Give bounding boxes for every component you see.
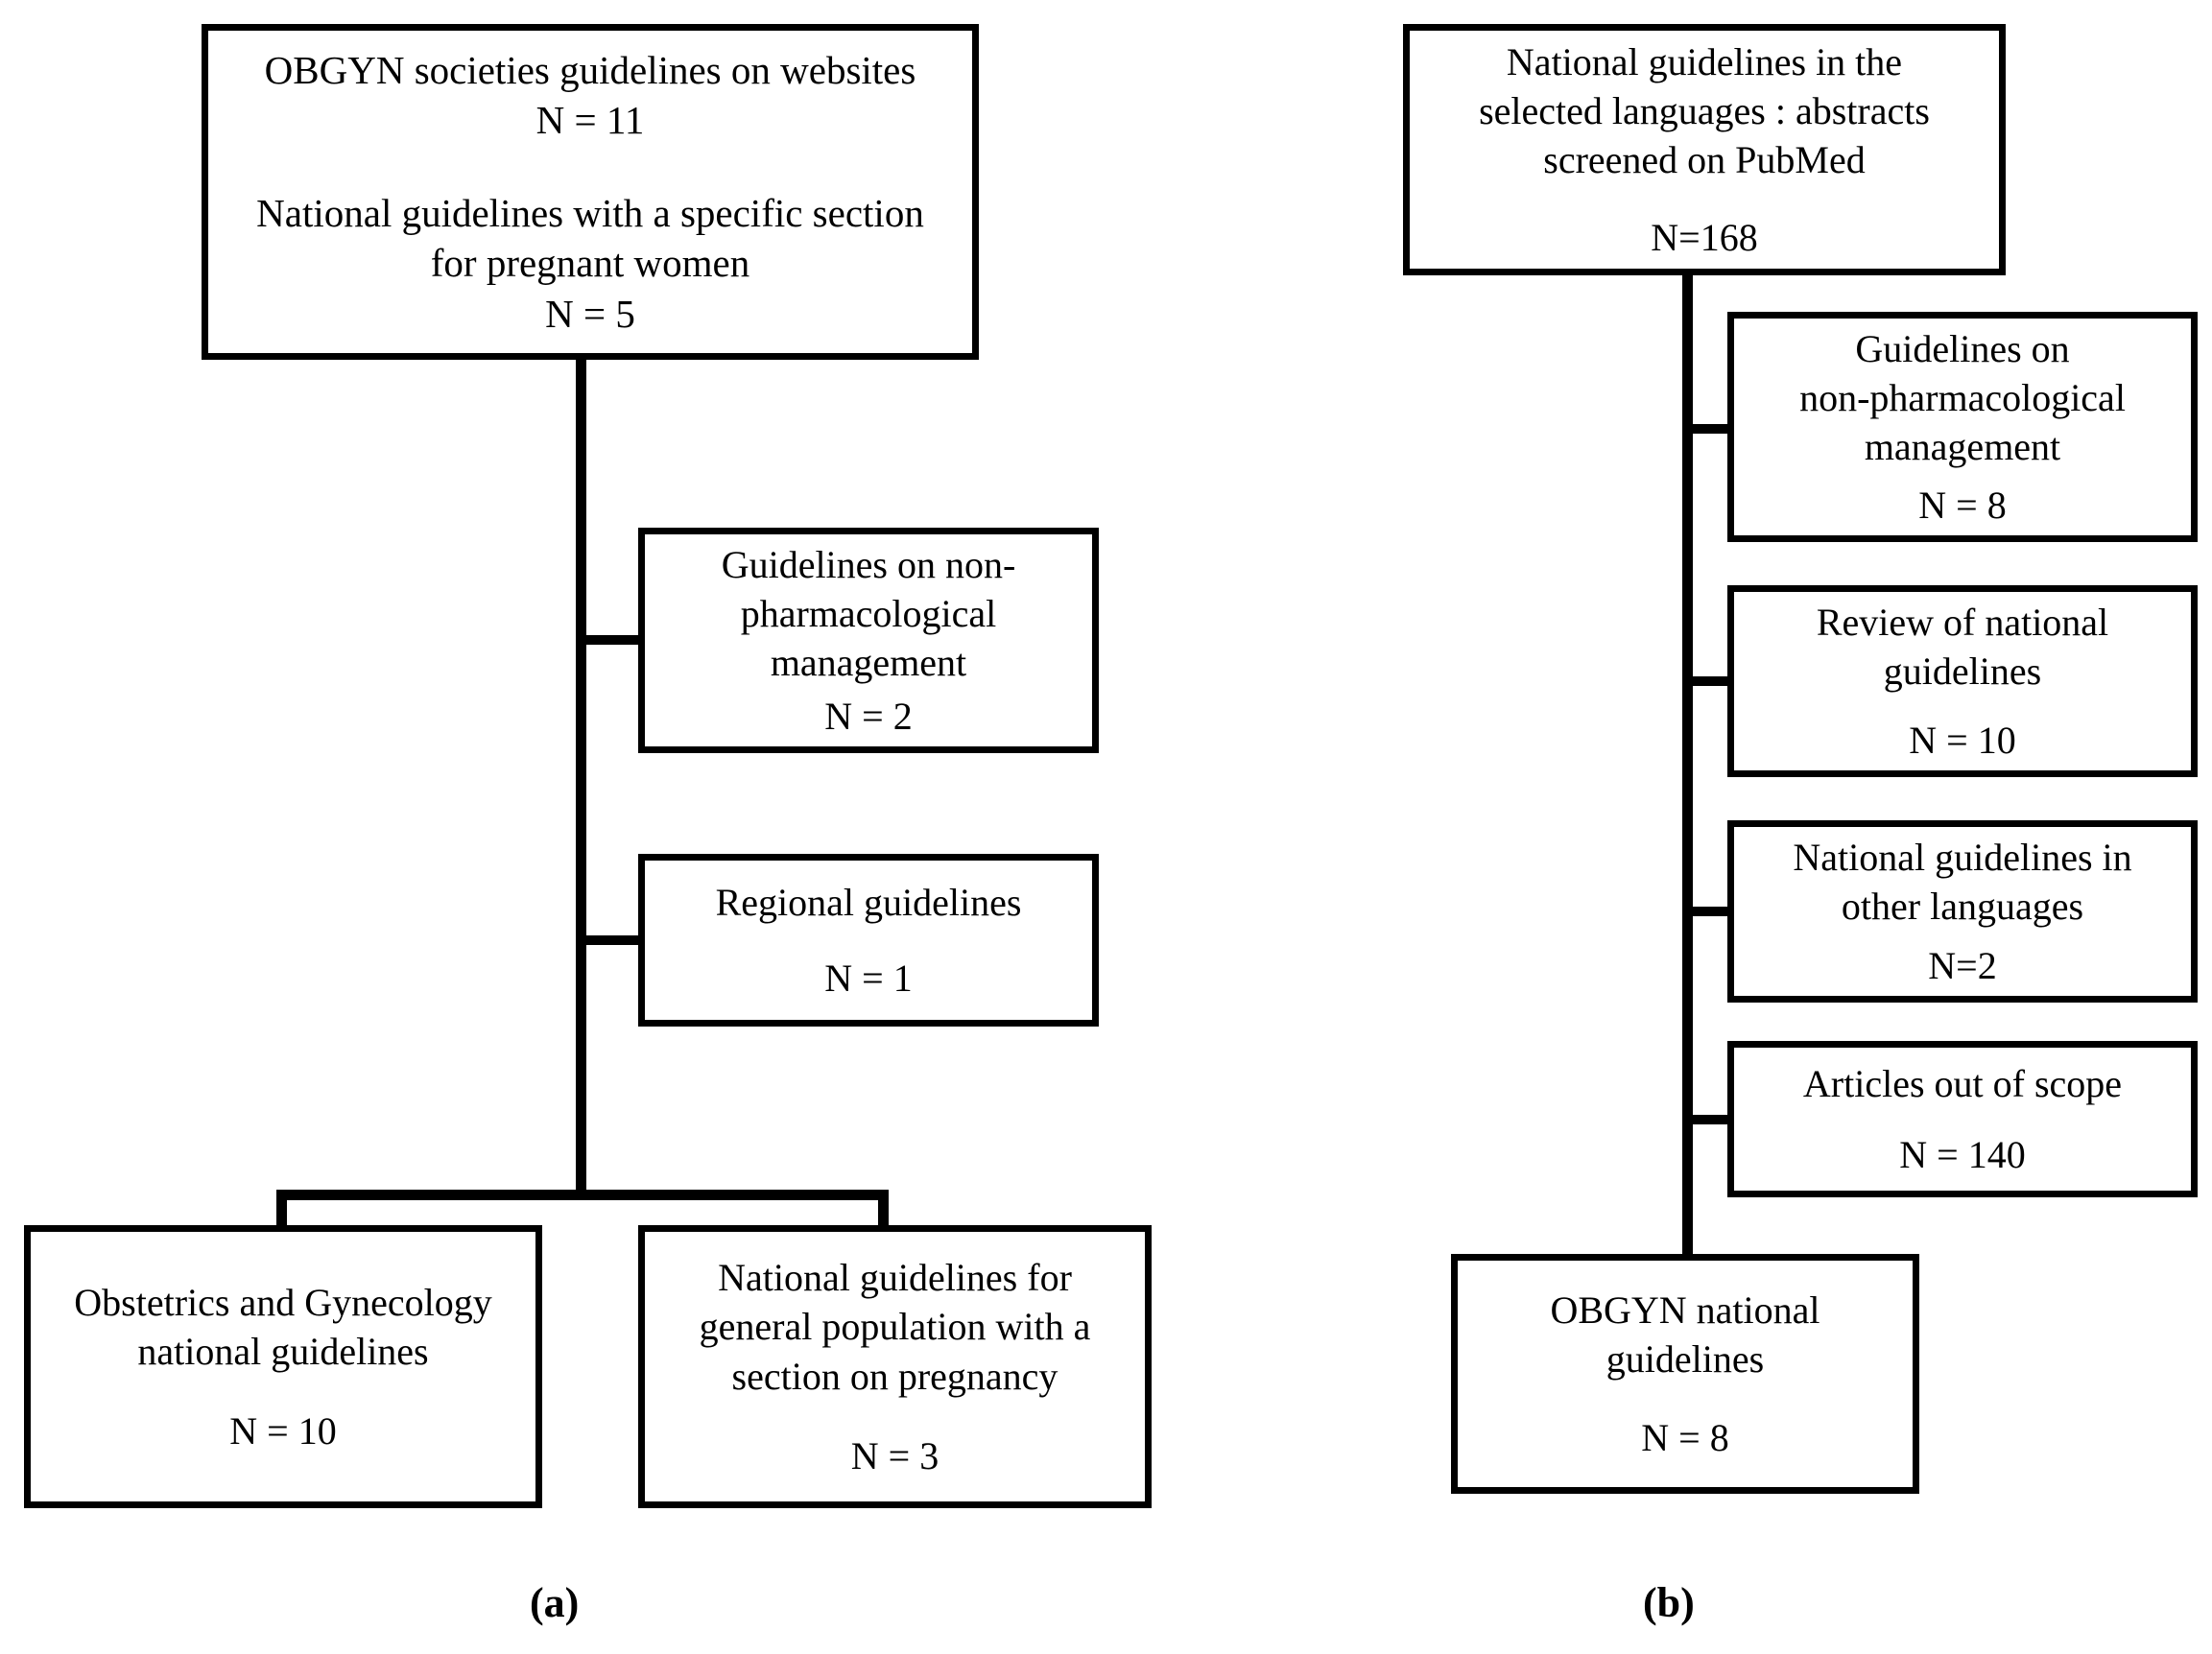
box-line: N = 1 <box>824 957 913 1000</box>
box-line: National guidelines in <box>1793 836 2132 879</box>
box-line: National guidelines with a specific sect… <box>256 190 924 235</box>
box-line: N = 10 <box>229 1409 337 1453</box>
box-line: Articles out of scope <box>1802 1062 2123 1106</box>
box-line: OBGYN societies guidelines on websites <box>264 47 916 92</box>
box-line: for pregnant women <box>430 241 750 286</box>
box-line: N = 5 <box>545 291 635 336</box>
box-line: Guidelines on non- <box>721 543 1016 586</box>
box-line: guidelines <box>1883 650 2042 694</box>
box-included-obgyn-national-guidelines-a: Obstetrics and Gynecology national guide… <box>24 1225 542 1508</box>
box-line: section on pregnancy <box>731 1354 1058 1398</box>
box-line: Regional guidelines <box>715 880 1022 924</box>
connector-trunk-vertical <box>576 360 586 1199</box>
panel-label-b: (b) <box>1643 1579 1695 1626</box>
connector-drop-right <box>878 1190 889 1228</box>
box-line: management <box>770 641 967 685</box>
box-line: Obstetrics and Gynecology <box>74 1280 492 1324</box>
box-line: N=168 <box>1651 216 1758 260</box>
box-line: N = 11 <box>535 98 645 143</box>
connector-stub-regional <box>576 935 643 945</box>
box-excluded-review-of-national-guidelines: Review of national guidelines N = 10 <box>1727 585 2198 777</box>
box-obgyn-societies-source: OBGYN societies guidelines on websites N… <box>202 24 979 360</box>
box-line: national guidelines <box>137 1329 429 1373</box>
box-line: N = 8 <box>1641 1415 1729 1459</box>
connector-stub-non-pharmacological <box>576 635 643 645</box>
box-line: Guidelines on <box>1855 327 2070 370</box>
box-line: other languages <box>1841 885 2084 929</box>
connector-stub-other-languages <box>1682 907 1732 916</box>
box-excluded-non-pharmacological-b: Guidelines on non-pharmacological manage… <box>1727 312 2198 542</box>
connector-stub-review-national <box>1682 676 1732 686</box>
connector-drop-left <box>276 1190 287 1228</box>
box-line: National guidelines for <box>718 1256 1072 1300</box>
box-excluded-non-pharmacological-a: Guidelines on non- pharmacological manag… <box>638 528 1099 753</box>
box-line: N = 8 <box>1918 483 2007 527</box>
box-included-general-population-guidelines: National guidelines for general populati… <box>638 1225 1152 1508</box>
box-line: National guidelines in the <box>1506 39 1903 83</box>
connector-stub-out-of-scope <box>1682 1115 1732 1124</box>
box-line: Review of national <box>1816 601 2109 644</box>
box-line: screened on PubMed <box>1543 138 1866 181</box>
box-line: general population with a <box>699 1305 1091 1349</box>
box-line: N = 140 <box>1899 1132 2026 1176</box>
box-line: management <box>1864 425 2061 469</box>
box-included-obgyn-national-guidelines-b: OBGYN national guidelines N = 8 <box>1451 1254 1919 1494</box>
box-line: selected languages : abstracts <box>1479 88 1930 132</box>
box-line: non-pharmacological <box>1799 376 2126 420</box>
box-line: guidelines <box>1605 1337 1765 1382</box>
connector-split-bar <box>276 1190 889 1200</box>
box-line: pharmacological <box>740 592 997 636</box>
connector-stub-non-pharmacological <box>1682 424 1732 434</box>
box-excluded-regional-guidelines: Regional guidelines N = 1 <box>638 854 1099 1027</box>
box-pubmed-abstracts-screened: National guidelines in the selected lang… <box>1403 24 2006 275</box>
box-line: N = 2 <box>824 694 913 738</box>
panel-label-a: (a) <box>530 1579 580 1626</box>
box-line: N=2 <box>1928 943 1997 987</box>
box-line: N = 3 <box>850 1433 940 1477</box>
connector-trunk-vertical <box>1682 275 1693 1254</box>
box-excluded-other-languages: National guidelines in other languages N… <box>1727 820 2198 1003</box>
box-line: OBGYN national <box>1550 1288 1820 1333</box>
box-excluded-articles-out-of-scope: Articles out of scope N = 140 <box>1727 1041 2198 1197</box>
box-line: N = 10 <box>1909 718 2016 762</box>
